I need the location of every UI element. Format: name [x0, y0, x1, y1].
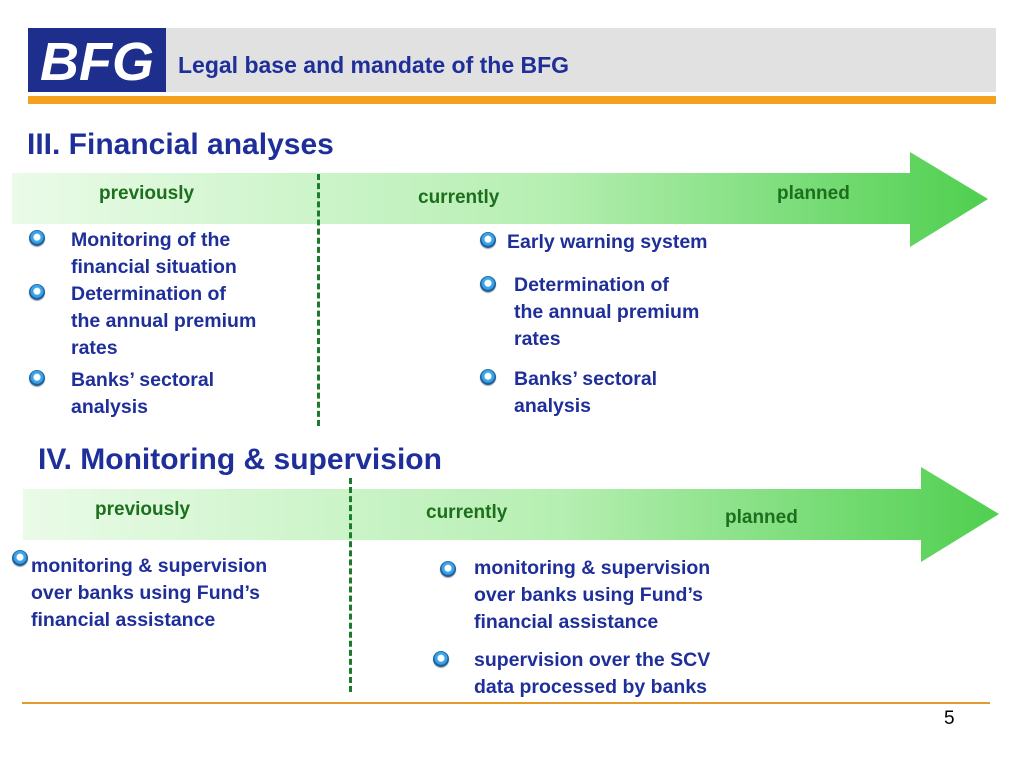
- timeline-arrow-financial: [12, 152, 988, 247]
- phase-label-planned: planned: [777, 183, 850, 204]
- slide-title: Legal base and mandate of the BFG: [178, 52, 570, 78]
- phase-label-previously: previously: [99, 183, 195, 204]
- phase-label-currently: currently: [426, 502, 508, 523]
- timeline-arrow-monitoring: [23, 467, 999, 562]
- page-number: 5: [944, 708, 955, 729]
- list-item-previous: Determination of the annual premium rate…: [71, 283, 257, 359]
- logo-text: BFG: [40, 32, 154, 92]
- list-item-previous: Banks’ sectoral analysis: [71, 369, 215, 418]
- list-item-previous: Monitoring of the financial situation: [71, 229, 237, 278]
- bullet-icon: [29, 230, 45, 246]
- section-title-financial-analyses: III. Financial analyses: [27, 128, 334, 161]
- phase-label-planned: planned: [725, 507, 798, 528]
- bfg-logo: BFG: [28, 28, 166, 92]
- phase-label-previously: previously: [95, 499, 191, 520]
- bullet-icon: [440, 561, 456, 577]
- list-item-current: Early warning system: [507, 231, 708, 253]
- bullet-icon: [480, 369, 496, 385]
- bullet-icon: [480, 232, 496, 248]
- bfg-logo-mark: BFG: [28, 28, 166, 92]
- list-item-current: Banks’ sectoral analysis: [514, 368, 658, 417]
- list-item-previous: monitoring & supervision over banks usin…: [31, 555, 268, 631]
- header-bar: [28, 28, 996, 92]
- footer-divider: [22, 702, 990, 704]
- bullet-icon: [29, 284, 45, 300]
- phase-label-currently: currently: [418, 187, 500, 208]
- bullet-icon: [433, 651, 449, 667]
- timeline-divider-monitoring: [349, 478, 352, 692]
- list-item-current: supervision over the SCV data processed …: [474, 649, 711, 698]
- list-item-current: monitoring & supervision over banks usin…: [474, 557, 711, 633]
- bullet-icon: [29, 370, 45, 386]
- header-divider: [28, 96, 996, 104]
- section-title-monitoring-supervision: IV. Monitoring & supervision: [38, 443, 442, 476]
- list-item-current: Determination of the annual premium rate…: [514, 274, 700, 350]
- bullet-icon: [480, 276, 496, 292]
- bullet-icon: [12, 550, 28, 566]
- timeline-divider-financial: [317, 174, 320, 426]
